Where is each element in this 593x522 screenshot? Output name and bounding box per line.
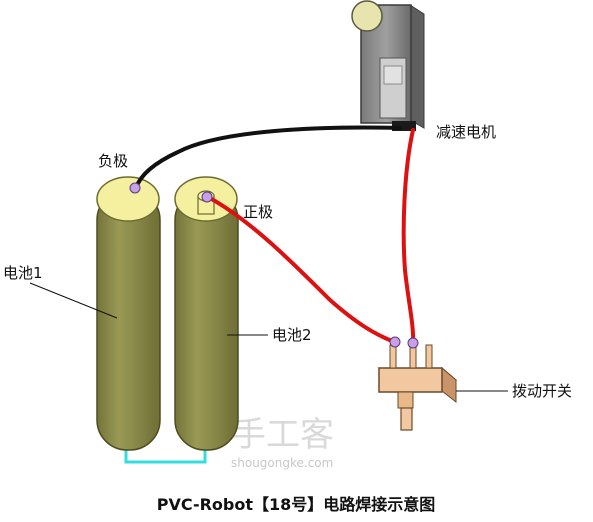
figure-caption: PVC-Robot【18号】电路焊接示意图 — [157, 495, 436, 514]
watermark-url: shougongke.com — [231, 456, 333, 470]
switch-label: 拨动开关 — [512, 382, 572, 400]
red-wire-positive — [206, 195, 397, 344]
positive-terminal — [201, 191, 213, 203]
red-wire-motor — [401, 128, 416, 345]
battery-2 — [174, 176, 239, 451]
battery1-label: 电池1 — [3, 264, 43, 282]
battery1-leader — [29, 282, 118, 319]
negative-label: 负极 — [98, 152, 128, 170]
motor-label: 减速电机 — [436, 123, 496, 141]
watermark-text: 手工客 — [232, 415, 334, 455]
black-wire — [134, 125, 402, 190]
watermark: 手工客 shougongke.com — [231, 415, 334, 470]
negative-terminal — [129, 182, 141, 194]
positive-label: 正极 — [243, 203, 273, 221]
battery-1 — [96, 176, 161, 451]
battery2-label: 电池2 — [272, 326, 312, 344]
switch-terminal-1 — [389, 336, 401, 348]
toggle-switch — [377, 344, 458, 431]
switch-terminal-2 — [407, 337, 419, 349]
gear-motor — [351, 0, 425, 131]
